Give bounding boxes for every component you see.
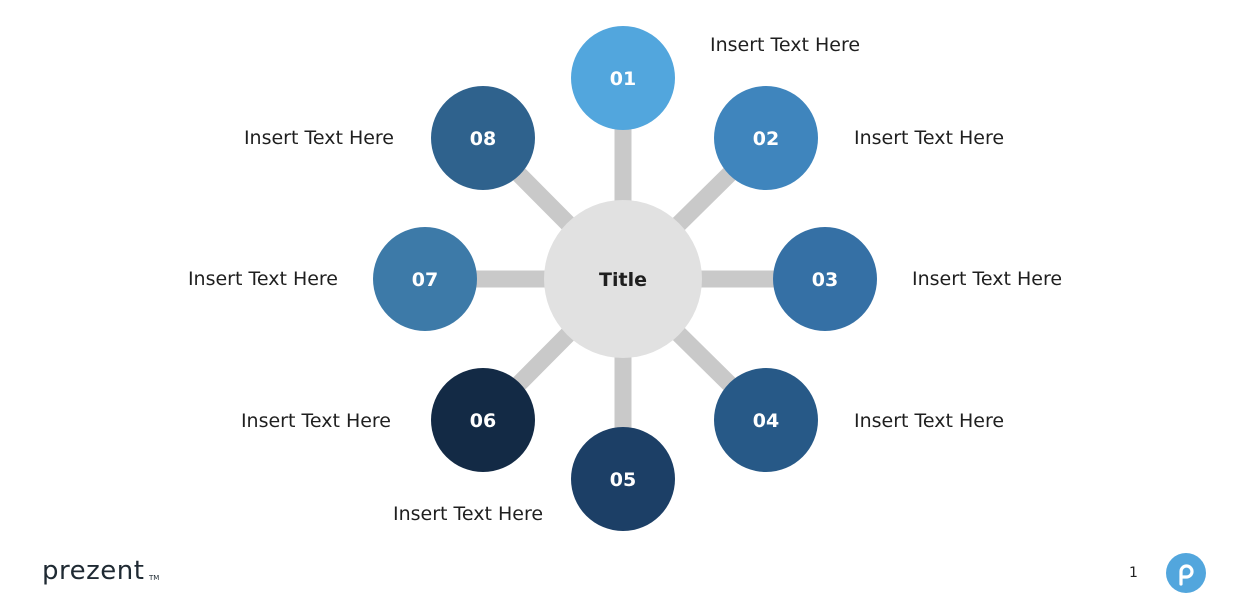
node-label-07: Insert Text Here: [187, 268, 338, 290]
node-label-05: Insert Text Here: [393, 503, 544, 525]
node-label-02: Insert Text Here: [854, 127, 1005, 149]
prezent-logo: prezent: [42, 556, 145, 586]
node-03: 03: [773, 227, 877, 331]
node-06: 06: [431, 368, 535, 472]
node-01: 01: [571, 26, 675, 130]
node-circle-06: [431, 368, 535, 472]
node-07: 07: [373, 227, 477, 331]
nodes: 01 02 03 04 05 06 07 08: [373, 26, 877, 531]
center-circle: [544, 200, 702, 358]
node-number-07: 07: [412, 269, 438, 291]
trademark-mark: TM: [149, 574, 160, 582]
node-circle-07: [373, 227, 477, 331]
node-number-04: 04: [753, 410, 779, 432]
node-number-01: 01: [610, 68, 636, 90]
node-number-08: 08: [470, 128, 496, 150]
node-number-02: 02: [753, 128, 779, 150]
prezent-badge-icon: [1166, 553, 1206, 593]
node-circle-02: [714, 86, 818, 190]
node-circle-04: [714, 368, 818, 472]
node-08: 08: [431, 86, 535, 190]
center-title: Title: [599, 269, 647, 291]
node-label-08: Insert Text Here: [243, 127, 394, 149]
node-label-01: Insert Text Here: [710, 34, 861, 56]
node-number-03: 03: [812, 269, 838, 291]
node-05: 05: [571, 427, 675, 531]
node-label-04: Insert Text Here: [854, 410, 1005, 432]
node-04: 04: [714, 368, 818, 472]
node-circle-05: [571, 427, 675, 531]
node-number-05: 05: [610, 469, 636, 491]
node-circle-03: [773, 227, 877, 331]
node-number-06: 06: [470, 410, 496, 432]
node-circle-08: [431, 86, 535, 190]
node-circle-01: [571, 26, 675, 130]
node-02: 02: [714, 86, 818, 190]
page-number: 1: [1129, 565, 1138, 581]
node-label-03: Insert Text Here: [912, 268, 1063, 290]
node-label-06: Insert Text Here: [240, 410, 391, 432]
